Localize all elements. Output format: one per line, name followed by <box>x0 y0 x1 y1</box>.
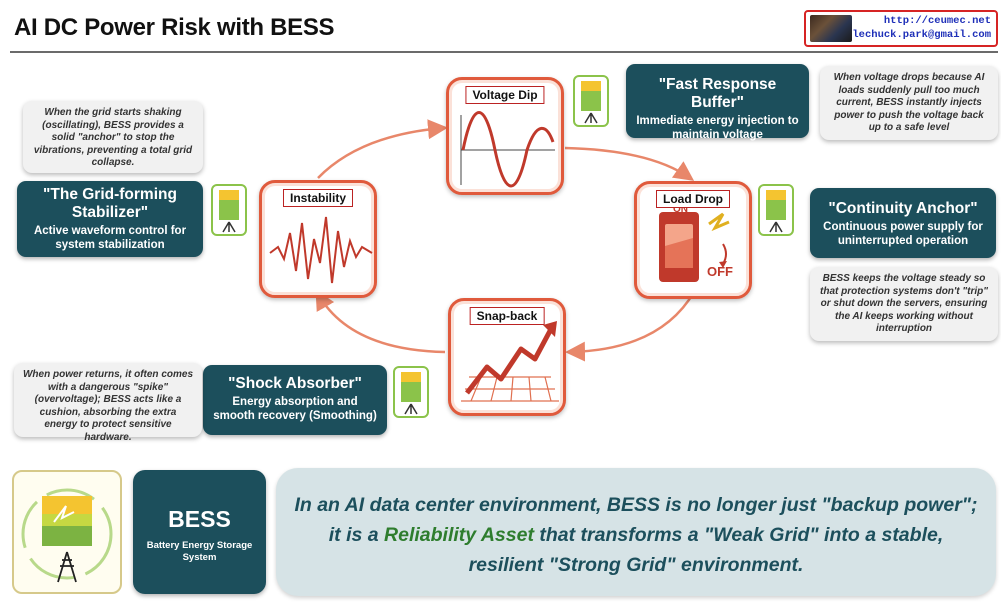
phase-label-load-drop: Load Drop <box>656 190 730 208</box>
oscillation-icon <box>269 216 373 284</box>
note-voltage-drop: When voltage drops because AI loads sudd… <box>820 66 998 140</box>
card-subtitle: Continuous power supply for uninterrupte… <box>823 221 983 247</box>
card-title: "Fast Response Buffer" <box>658 76 777 111</box>
avatar <box>810 15 852 42</box>
page-title: AI DC Power Risk with BESS <box>14 14 335 41</box>
card-shock-absorber: "Shock Absorber" Energy absorption and s… <box>203 365 387 435</box>
arrow-snap-to-instability <box>315 289 446 354</box>
arrow-dip-to-load <box>564 146 695 181</box>
phase-snap-back: Snap-back <box>448 298 566 416</box>
arrow-load-to-snap <box>565 291 696 362</box>
phase-label-snap-back: Snap-back <box>469 307 545 325</box>
bess-title: BESS <box>168 506 231 532</box>
power-switch-icon <box>659 212 730 282</box>
title-divider <box>10 51 998 53</box>
bess-card: BESS Battery Energy Storage System <box>133 470 266 594</box>
battery-icon <box>573 75 609 127</box>
switch-on-label: ON <box>673 204 688 215</box>
summary-part-1: In an AI data center environment, BESS i… <box>294 494 978 546</box>
card-subtitle: Energy absorption and smooth recovery (S… <box>213 396 377 422</box>
contact-box: http://ceumec.net lechuck.park@gmail.com <box>804 10 998 47</box>
phase-instability: Instability <box>259 180 377 298</box>
card-subtitle: Active waveform control for system stabi… <box>33 225 187 251</box>
summary-text: In an AI data center environment, BESS i… <box>292 490 980 580</box>
card-continuity-anchor: "Continuity Anchor" Continuous power sup… <box>810 188 996 258</box>
battery-icon <box>758 184 794 236</box>
card-fast-response-buffer: "Fast Response Buffer" Immediate energy … <box>626 64 809 141</box>
note-grid-shaking: When the grid starts shaking (oscillatin… <box>23 101 203 173</box>
note-power-returns: When power returns, it often comes with … <box>14 363 202 443</box>
phase-load-drop: ON OFF Load Drop <box>634 181 752 299</box>
contact-email-link[interactable]: lechuck.park@gmail.com <box>852 29 991 41</box>
arrow-instability-to-dip <box>317 119 448 179</box>
phase-label-voltage-dip: Voltage Dip <box>465 86 545 104</box>
summary-highlight: Reliability Asset <box>384 524 534 546</box>
bess-subtitle: Battery Energy Storage System <box>146 540 253 563</box>
card-title: "Continuity Anchor" <box>828 200 978 217</box>
note-steady-voltage: BESS keeps the voltage steady so that pr… <box>810 267 998 341</box>
contact-url-link[interactable]: http://ceumec.net <box>883 15 991 27</box>
card-subtitle: Immediate energy injection to maintain v… <box>636 115 799 141</box>
switch-off-label: OFF <box>707 264 733 279</box>
card-title: "The Grid-forming Stabilizer" <box>43 186 177 221</box>
battery-icon <box>393 366 429 418</box>
battery-stack-icon <box>21 488 113 583</box>
phase-label-instability: Instability <box>282 189 354 207</box>
summary-part-2: that transforms a "Weak Grid" into a sta… <box>468 524 944 576</box>
rising-graph-icon <box>461 321 559 402</box>
bess-illustration <box>12 470 122 594</box>
battery-icon <box>211 184 247 236</box>
summary-box: In an AI data center environment, BESS i… <box>276 468 996 596</box>
card-title: "Shock Absorber" <box>228 375 362 392</box>
phase-voltage-dip: Voltage Dip <box>446 77 564 195</box>
card-grid-forming-stabilizer: "The Grid-forming Stabilizer" Active wav… <box>17 181 203 257</box>
sine-wave-icon <box>460 111 555 188</box>
